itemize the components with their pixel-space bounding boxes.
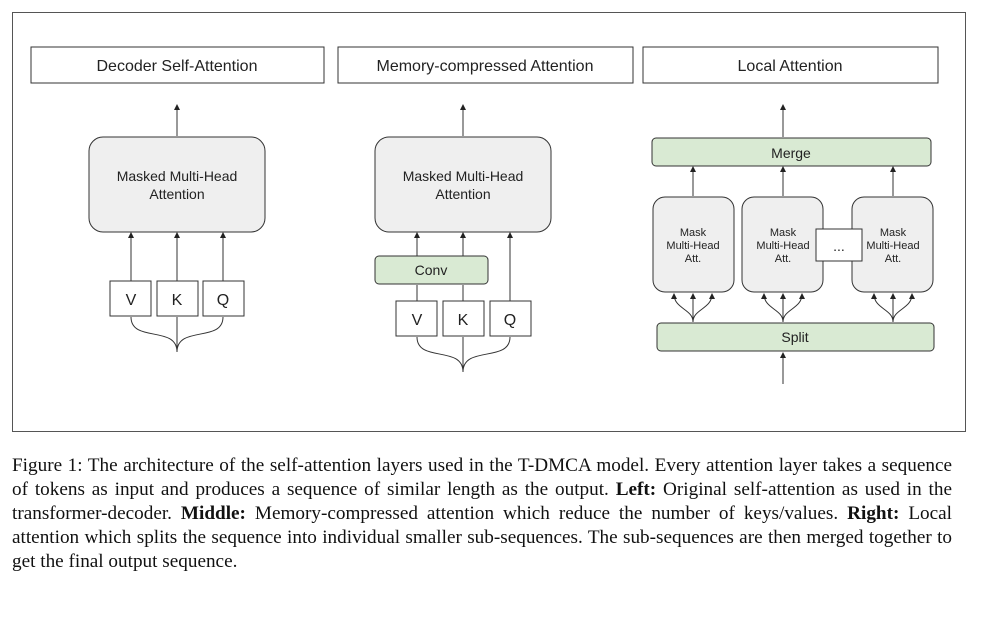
input-label-v: V <box>412 312 423 329</box>
merge-box <box>651 137 932 167</box>
attention-block-line1: Masked Multi-Head <box>403 168 524 184</box>
panel-title: Local Attention <box>738 58 843 75</box>
caption-middle-text: Memory-compressed attention which reduce… <box>245 503 848 524</box>
figure-caption: Figure 1: The architecture of the self-a… <box>12 454 952 574</box>
caption-left-label: Left: <box>615 479 657 500</box>
input-box-q <box>202 280 245 317</box>
panel-middle: Memory-compressed Attention Masked Multi… <box>337 46 634 373</box>
panel-right: Local Attention Merge Mask Multi-Head At… <box>642 46 939 384</box>
merge-label: Merge <box>771 145 811 161</box>
caption-right-text: Local attention which splits the sequenc… <box>12 503 952 572</box>
att1-line1: Mask <box>680 227 707 239</box>
attention-block <box>88 136 266 233</box>
caption-left-text: Original self-attention as used in the t… <box>12 479 953 524</box>
input-branch-lines <box>416 336 511 373</box>
split-to-att2-lines <box>761 293 805 323</box>
att2-line3: Att. <box>775 253 792 265</box>
attention-block-line2: Attention <box>435 186 490 202</box>
ellipsis-box <box>815 228 863 262</box>
panel-left: Decoder Self-Attention Masked Multi-Head… <box>30 46 325 353</box>
figure-frame: Decoder Self-Attention Masked Multi-Head… <box>12 12 966 432</box>
split-to-att3-lines <box>871 293 915 323</box>
att3-line2: Multi-Head <box>866 240 919 252</box>
panel-title: Memory-compressed Attention <box>377 58 594 75</box>
att3-line1: Mask <box>880 227 907 239</box>
att3-line3: Att. <box>885 253 902 265</box>
input-label-v: V <box>126 292 137 309</box>
input-box-v <box>109 280 152 317</box>
attention-block-line2: Attention <box>149 186 204 202</box>
input-box-v <box>395 300 438 337</box>
caption-right-label: Right: <box>847 503 900 524</box>
conv-box <box>374 255 489 285</box>
panel-title: Decoder Self-Attention <box>97 58 258 75</box>
panel-title-box <box>642 46 939 84</box>
input-box-q <box>489 300 532 337</box>
attention-block <box>374 136 552 233</box>
ellipsis-label: ... <box>833 238 845 254</box>
att2-line1: Mask <box>770 227 797 239</box>
local-attention-block-1 <box>652 196 735 293</box>
input-box-k <box>156 280 199 317</box>
attention-block-line1: Masked Multi-Head <box>117 168 238 184</box>
att1-line3: Att. <box>685 253 702 265</box>
split-box <box>656 322 935 352</box>
input-label-q: Q <box>504 312 516 329</box>
att2-line2: Multi-Head <box>756 240 809 252</box>
caption-middle-label: Middle: <box>180 503 246 524</box>
panel-title-box <box>337 46 634 84</box>
input-branch-lines <box>130 316 224 353</box>
input-box-k <box>442 300 485 337</box>
panel-title-box <box>30 46 325 84</box>
input-label-k: K <box>458 312 469 329</box>
architecture-diagram: Decoder Self-Attention Masked Multi-Head… <box>30 46 939 384</box>
conv-label: Conv <box>415 262 448 278</box>
input-label-k: K <box>172 292 183 309</box>
split-label: Split <box>781 329 808 345</box>
caption-intro: Figure 1: The architecture of the self-a… <box>12 455 952 500</box>
input-label-q: Q <box>217 292 229 309</box>
att1-line2: Multi-Head <box>666 240 719 252</box>
split-to-att1-lines <box>671 293 715 323</box>
